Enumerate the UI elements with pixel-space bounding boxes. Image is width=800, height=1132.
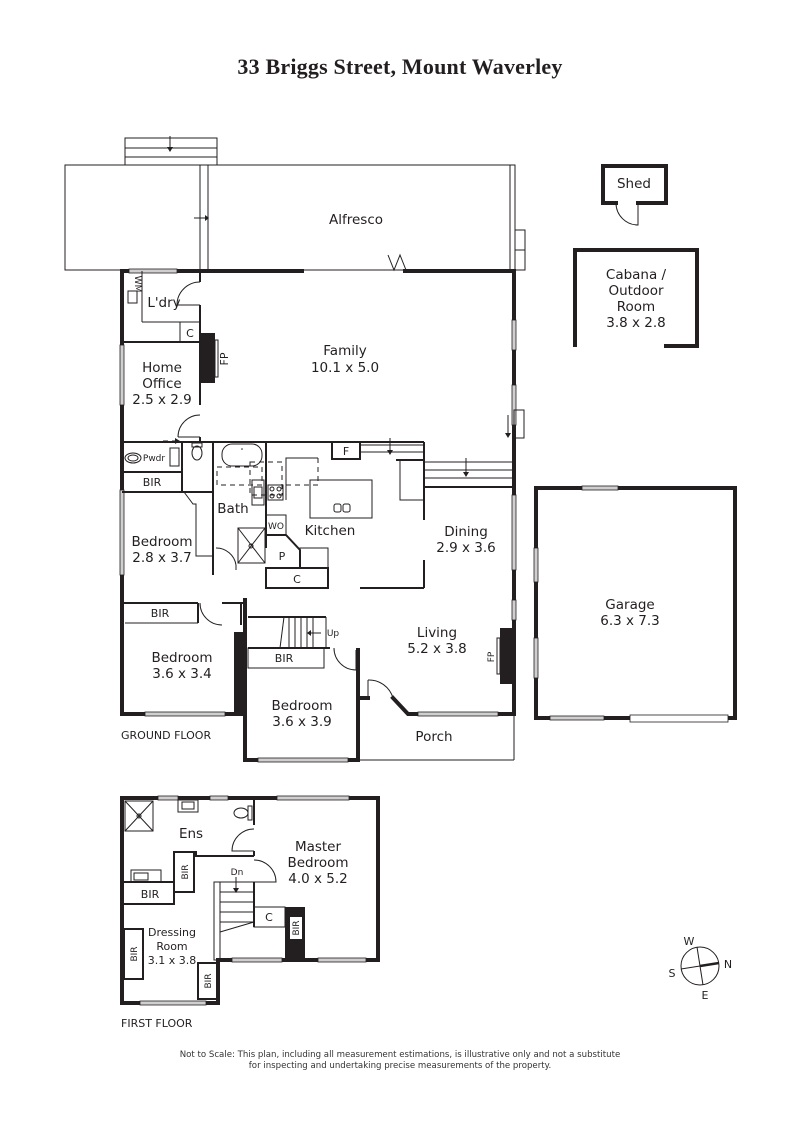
disclaimer: Not to Scale: This plan, including all m…: [150, 1050, 650, 1072]
room-family: Family 10.1 x 5.0: [311, 343, 525, 439]
fireplace-label-family: FP: [218, 352, 231, 365]
disclaimer-line-1: Not to Scale: This plan, including all m…: [179, 1050, 621, 1060]
room-dims-dressing: 3.1 x 3.8: [148, 954, 197, 967]
room-living: FP Living 5.2 x 3.8 Porch: [367, 625, 514, 745]
alfresco-area: Alfresco: [64, 136, 526, 271]
room-label-shed: Shed: [617, 176, 651, 192]
room-shed: Shed: [601, 164, 668, 226]
room-garage: Garage 6.3 x 7.3: [533, 485, 737, 723]
room-bedroom-3: Up BIR Bedroom 3.6 x 3.9: [247, 616, 357, 730]
room-dims-bedroom-1: 2.8 x 3.7: [132, 550, 192, 566]
compass-south: S: [669, 967, 676, 980]
stairs-down-label: Dn: [231, 868, 244, 878]
first-floor-walls: [120, 795, 380, 1006]
room-label-porch: Porch: [415, 729, 452, 745]
room-label-cabana-2: Outdoor: [608, 283, 664, 299]
room-label-master-2: Bedroom: [287, 855, 348, 871]
room-dims-garage: 6.3 x 7.3: [600, 613, 660, 629]
room-label-master-1: Master: [295, 839, 342, 855]
room-label-laundry: L'dry: [147, 295, 180, 311]
room-label-alfresco: Alfresco: [329, 212, 383, 228]
room-label-bir-1: BIR: [143, 476, 162, 489]
room-label-garage: Garage: [605, 597, 654, 613]
room-label-bath: Bath: [217, 501, 248, 517]
room-dims-master: 4.0 x 5.2: [288, 871, 348, 887]
disclaimer-line-2: for inspecting and undertaking precise m…: [248, 1061, 552, 1071]
stairs-up-label: Up: [327, 629, 340, 639]
ground-floor-label: GROUND FLOOR: [121, 729, 211, 742]
room-label-powder: Pwdr: [143, 454, 166, 464]
room-bedroom-1: Bedroom 2.8 x 3.7: [122, 491, 237, 575]
plan-title: 33 Briggs Street, Mount Waverley: [237, 54, 563, 79]
fireplace-label-living: FP: [487, 651, 497, 662]
room-dims-family: 10.1 x 5.0: [311, 360, 379, 376]
compass-north: N: [724, 958, 732, 971]
compass-west: W: [684, 935, 695, 948]
room-label-dressing-1: Dressing: [148, 926, 196, 939]
room-label-bir-c: BIR: [130, 946, 140, 961]
room-label-bir-d: BIR: [204, 973, 214, 988]
room-dining: Dining 2.9 x 3.6: [424, 458, 514, 556]
room-dims-home-office: 2.5 x 2.9: [132, 392, 192, 408]
wall-oven-label: WO: [268, 522, 284, 532]
room-label-bir-a: BIR: [181, 864, 191, 879]
first-floor-cupboard-label: C: [265, 911, 273, 924]
room-dims-dining: 2.9 x 3.6: [436, 540, 496, 556]
room-label-bir-2: BIR: [151, 607, 170, 620]
room-label-living: Living: [417, 625, 457, 641]
room-label-ensuite: Ens: [179, 826, 203, 842]
room-ensuite: Ens: [124, 798, 255, 856]
room-master-bedroom: Master Bedroom 4.0 x 5.2: [287, 839, 348, 887]
room-label-bir-b: BIR: [141, 888, 160, 901]
room-label-dining: Dining: [444, 524, 488, 540]
washing-machine-label: WM: [132, 276, 142, 293]
room-home-office: FP Home Office 2.5 x 2.9: [132, 333, 231, 442]
first-floor-stairs: Dn C BIR: [213, 859, 305, 961]
room-kitchen: F WO P C Kitchen: [249, 438, 425, 589]
room-label-cabana-3: Room: [617, 299, 655, 315]
laundry-cupboard-label: C: [186, 327, 194, 340]
room-dims-bedroom-3: 3.6 x 3.9: [272, 714, 332, 730]
room-label-cabana-1: Cabana /: [606, 267, 667, 283]
room-label-dressing-2: Room: [156, 940, 187, 953]
first-floor-storage: BIR BIR BIR BIR: [121, 851, 254, 1000]
ground-floor-walls: [119, 253, 517, 763]
fridge-label: F: [343, 445, 349, 458]
compass-east: E: [702, 989, 709, 1002]
room-cabana: Cabana / Outdoor Room 3.8 x 2.8: [573, 248, 699, 348]
room-label-bir-e: BIR: [292, 920, 302, 935]
compass-icon: W N S E: [669, 935, 733, 1002]
room-label-bedroom-3: Bedroom: [271, 698, 332, 714]
kitchen-cupboard-label: C: [293, 573, 301, 586]
room-dressing: Dressing Room 3.1 x 3.8: [148, 926, 197, 967]
room-label-kitchen: Kitchen: [305, 523, 356, 539]
room-dims-living: 5.2 x 3.8: [407, 641, 467, 657]
first-floor-label: FIRST FLOOR: [121, 1017, 193, 1030]
room-bedroom-2: BIR Bedroom 3.6 x 3.4: [122, 602, 246, 712]
room-label-bir-3: BIR: [275, 652, 294, 665]
room-label-family: Family: [323, 343, 366, 359]
pantry-label: P: [279, 550, 286, 563]
room-laundry: C WM L'dry: [122, 271, 201, 343]
room-label-home-office-1: Home: [142, 360, 182, 376]
room-dims-bedroom-2: 3.6 x 3.4: [152, 666, 212, 682]
room-label-home-office-2: Office: [142, 376, 181, 392]
room-dims-cabana: 3.8 x 2.8: [606, 315, 666, 331]
room-label-bedroom-2: Bedroom: [151, 650, 212, 666]
room-label-bedroom-1: Bedroom: [131, 534, 192, 550]
